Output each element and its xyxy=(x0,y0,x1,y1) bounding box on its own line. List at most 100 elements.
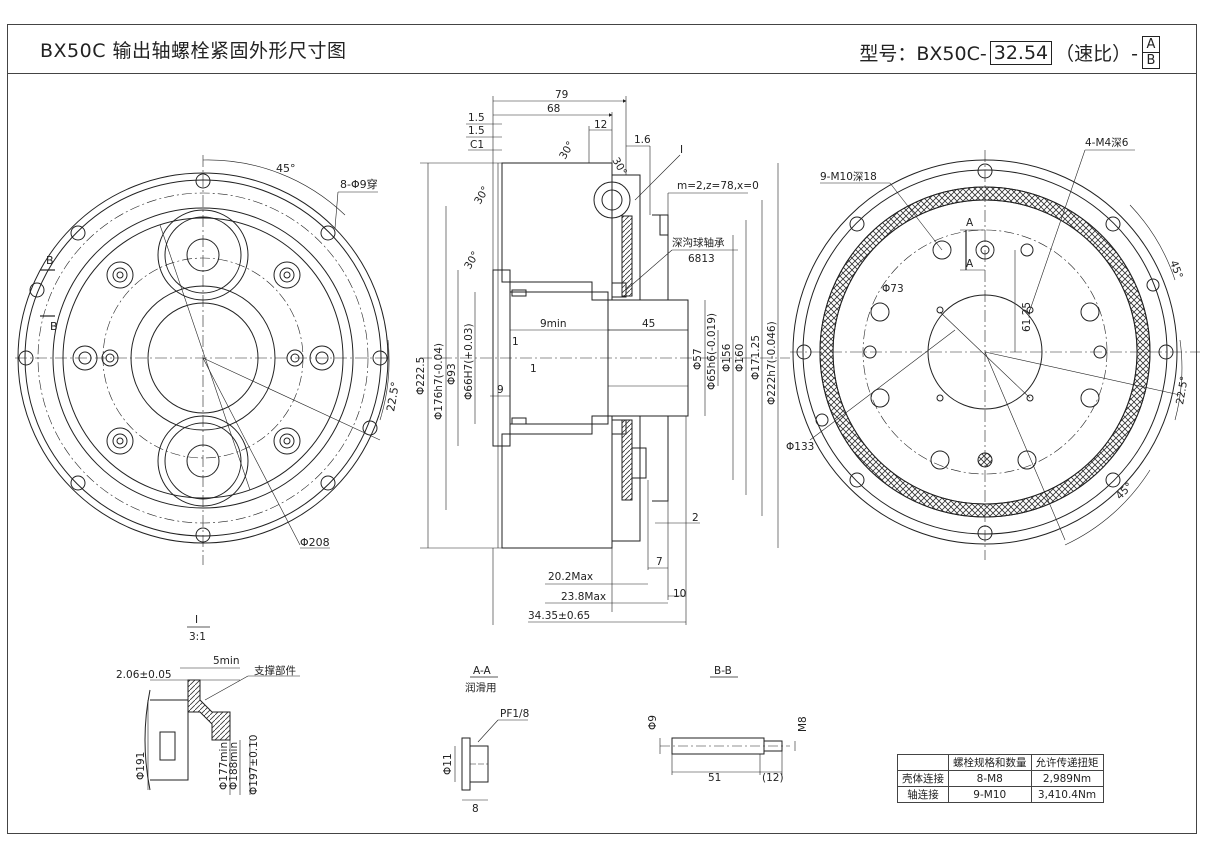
detail-dim-5min: 5min xyxy=(213,655,239,667)
dim-2: 2 xyxy=(692,512,699,524)
section-a-mark-top: A xyxy=(966,217,974,229)
dim-1-6: 1.6 xyxy=(634,134,651,146)
rear-dim-61-25: 61.25 xyxy=(1021,302,1033,332)
table-header-cell: 螺栓规格和数量 xyxy=(948,754,1032,771)
table-cell: 3,410.4Nm xyxy=(1030,786,1104,803)
dim-1-5-a: 1.5 xyxy=(468,112,485,124)
variant-box: A B xyxy=(1142,36,1160,69)
model-prefix: 型号：BX50C- xyxy=(859,43,987,65)
detail-i-scale: 3:1 xyxy=(189,631,206,643)
angle-30-d: 30° xyxy=(462,249,482,271)
table-cell: 轴连接 xyxy=(897,786,949,803)
detail-dim-2-06: 2.06±0.05 xyxy=(116,669,172,681)
dim-68: 68 xyxy=(547,103,560,115)
section-view-labels: 79 68 12 1.5 1.5 C1 1.6 30° 30° 30° 30° … xyxy=(415,89,778,622)
rear-dia-133: Φ133 xyxy=(786,441,814,453)
section-b-mark-top: B xyxy=(46,254,54,267)
section-bb-title: B-B xyxy=(714,665,732,677)
dia-156: Φ156 xyxy=(721,343,733,372)
dim-23-8max: 23.8Max xyxy=(561,591,606,603)
bolt-torque-table: 螺栓规格和数量 允许传递扭矩 壳体连接 8-M8 2,989Nm 轴连接 9-M… xyxy=(897,754,1104,803)
section-bb-labels: B-B Φ9 M8 51 (12) xyxy=(647,665,809,784)
table-row: 轴连接 9-M10 3,410.4Nm xyxy=(897,786,1104,803)
front-view xyxy=(15,155,390,565)
dim-10: 10 xyxy=(673,588,686,600)
section-a-mark-bottom: A xyxy=(966,258,974,270)
section-bb xyxy=(659,676,796,775)
gear-spec: m=2,z=78,x=0 xyxy=(677,180,759,192)
front-bolt-holes xyxy=(18,173,388,543)
aa-dia-11: Φ11 xyxy=(442,753,454,775)
model-designation: 型号：BX50C- 32.54 （速比）- A B xyxy=(859,36,1160,69)
model-ratio-box: 32.54 xyxy=(989,40,1053,65)
table-cell: 9-M10 xyxy=(948,786,1032,803)
front-angle-45: 45° xyxy=(276,162,296,175)
front-view-labels: 45° 8-Φ9穿 B B 22.5° Φ208 xyxy=(46,162,402,549)
dia-93: Φ93 xyxy=(446,363,458,385)
table-header-row: 螺栓规格和数量 允许传递扭矩 xyxy=(897,754,1104,771)
dim-34-35: 34.35±0.65 xyxy=(528,610,590,622)
rear-angle-22-5: 22.5° xyxy=(1174,375,1191,405)
table-row: 壳体连接 8-M8 2,989Nm xyxy=(897,770,1104,787)
detail-i-labels: I 3:1 5min 2.06±0.05 支撑部件 Φ191 Φ177min Φ… xyxy=(116,614,296,795)
section-aa-subtitle: 润滑用 xyxy=(465,681,497,694)
title-bar xyxy=(7,24,1197,74)
section-aa xyxy=(454,676,528,801)
detail-dia-188min: Φ188min xyxy=(228,742,240,790)
section-view xyxy=(420,96,790,625)
section-aa-title: A-A xyxy=(473,665,492,677)
dim-9: 9 xyxy=(497,384,504,396)
aa-dim-8: 8 xyxy=(472,803,479,815)
bearing-model: 6813 xyxy=(688,253,715,265)
bearing-label: 深沟球轴承 xyxy=(672,236,725,249)
dim-1-b: 1 xyxy=(530,363,537,375)
dia-222-5: Φ222.5 xyxy=(415,357,427,395)
dia-66h7: Φ66H7(+0.03) xyxy=(463,323,475,400)
rear-angle-45-top: 45° xyxy=(1167,259,1185,281)
table-cell: 2,989Nm xyxy=(1030,770,1104,787)
table-header-cell: 允许传递扭矩 xyxy=(1030,754,1104,771)
front-holes-callout: 8-Φ9穿 xyxy=(340,177,378,191)
rear-angle-45-bottom: 45° xyxy=(1114,480,1136,502)
dia-222h7: Φ222h7(-0.046) xyxy=(766,321,778,405)
section-aa-labels: A-A 润滑用 PF1/8 Φ11 8 xyxy=(442,665,529,815)
detail-dia-177min: Φ177min xyxy=(218,742,230,790)
dia-65h6: Φ65h6(-0.019) xyxy=(706,313,718,390)
rear-threaded-holes-m10: 9-M10深18 xyxy=(820,171,877,183)
rear-bolt-holes xyxy=(796,163,1174,541)
support-part-label: 支撑部件 xyxy=(254,664,296,677)
detail-i-title: I xyxy=(195,614,198,626)
chamfer-c1: C1 xyxy=(470,139,484,151)
rear-dia-73: Φ73 xyxy=(882,283,904,295)
rear-threaded-holes-m4: 4-M4深6 xyxy=(1085,137,1129,149)
rear-view xyxy=(790,149,1200,560)
table-cell: 8-M8 xyxy=(948,770,1032,787)
front-pin-bosses xyxy=(72,261,335,455)
dim-79: 79 xyxy=(555,89,568,101)
detail-mark-i: I xyxy=(680,144,683,156)
angle-30-c: 30° xyxy=(472,184,492,206)
table-header-cell xyxy=(897,754,949,771)
dim-1-a: 1 xyxy=(512,336,519,348)
dia-57: Φ57 xyxy=(692,348,704,370)
bb-dia-9: Φ9 xyxy=(647,715,659,730)
dim-45: 45 xyxy=(642,318,655,330)
dim-1-5-b: 1.5 xyxy=(468,125,485,137)
angle-30-a: 30° xyxy=(557,139,577,161)
drawing-frame xyxy=(7,24,1197,834)
dia-160: Φ160 xyxy=(734,344,746,372)
variant-a: A xyxy=(1143,37,1159,53)
model-ratio-label: （速比）- xyxy=(1055,43,1138,65)
drawing-title: BX50C 输出轴螺栓紧固外形尺寸图 xyxy=(40,40,347,62)
dia-171-25: Φ171.25 xyxy=(750,335,762,380)
dim-7: 7 xyxy=(656,556,663,568)
detail-dia-197: Φ197±0.10 xyxy=(248,735,260,795)
detail-i xyxy=(144,626,300,795)
bb-thread-m8: M8 xyxy=(797,716,809,732)
front-pcd-208: Φ208 xyxy=(300,536,330,549)
dim-20-2max: 20.2Max xyxy=(548,571,593,583)
dim-9min: 9min xyxy=(540,318,566,330)
pipe-thread-pf18: PF1/8 xyxy=(500,708,529,720)
bb-dim-51: 51 xyxy=(708,772,721,784)
